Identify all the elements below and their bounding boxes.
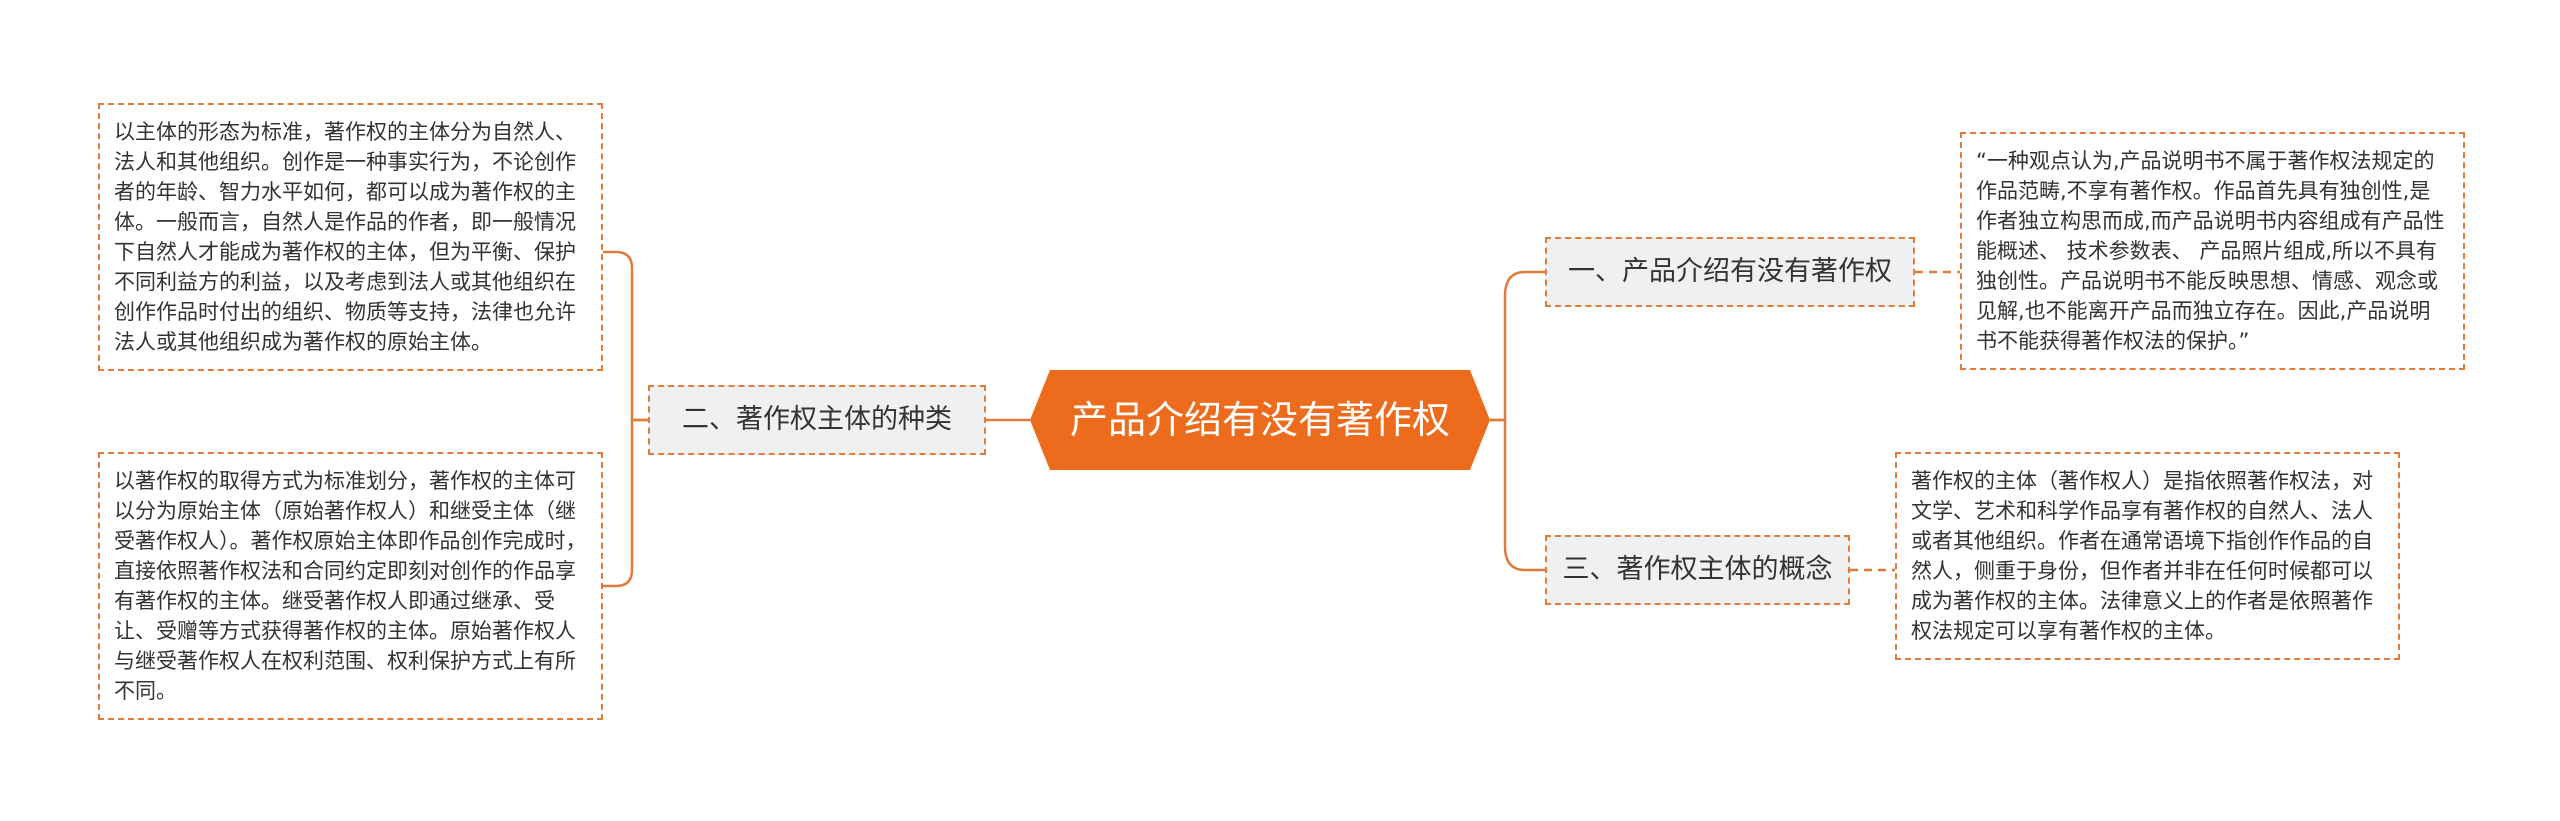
branch-copyright-subject-concept[interactable]: 三、著作权主体的概念: [1545, 535, 1850, 605]
leaf-product-manual-opinion: “一种观点认为,产品说明书不属于著作权法规定的作品范畴,不享有著作权。作品首先具…: [1960, 132, 2465, 370]
leaf-text: “一种观点认为,产品说明书不属于著作权法规定的作品范畴,不享有著作权。作品首先具…: [1976, 149, 2445, 353]
leaf-copyright-subject-definition: 著作权的主体（著作权人）是指依照著作权法，对文学、艺术和科学作品享有著作权的自然…: [1895, 452, 2400, 660]
branch-label: 三、著作权主体的概念: [1562, 554, 1833, 585]
branch-label: 一、产品介绍有没有著作权: [1568, 256, 1892, 287]
connector-central-to-b1: [1490, 270, 1545, 422]
connector-b2-to-leaf-bottom: [603, 418, 648, 588]
leaf-text: 以著作权的取得方式为标准划分，著作权的主体可以分为原始主体（原始著作权人）和继受…: [114, 469, 587, 703]
connector-b2-to-leaf-top: [603, 250, 648, 422]
leaf-subject-by-acquisition: 以著作权的取得方式为标准划分，著作权的主体可以分为原始主体（原始著作权人）和继受…: [98, 452, 603, 720]
branch-copyright-of-product-intro[interactable]: 一、产品介绍有没有著作权: [1545, 237, 1915, 307]
leaf-subject-by-form: 以主体的形态为标准，著作权的主体分为自然人、法人和其他组织。创作是一种事实行为，…: [98, 103, 603, 371]
connector-central-to-b3: [1490, 418, 1545, 572]
branch-copyright-subject-types[interactable]: 二、著作权主体的种类: [648, 385, 986, 455]
central-topic-label: 产品介绍有没有著作权: [1069, 398, 1450, 442]
branch-label: 二、著作权主体的种类: [682, 404, 952, 435]
leaf-text: 以主体的形态为标准，著作权的主体分为自然人、法人和其他组织。创作是一种事实行为，…: [114, 120, 576, 354]
central-topic[interactable]: 产品介绍有没有著作权: [1030, 370, 1490, 470]
leaf-text: 著作权的主体（著作权人）是指依照著作权法，对文学、艺术和科学作品享有著作权的自然…: [1911, 469, 2373, 643]
